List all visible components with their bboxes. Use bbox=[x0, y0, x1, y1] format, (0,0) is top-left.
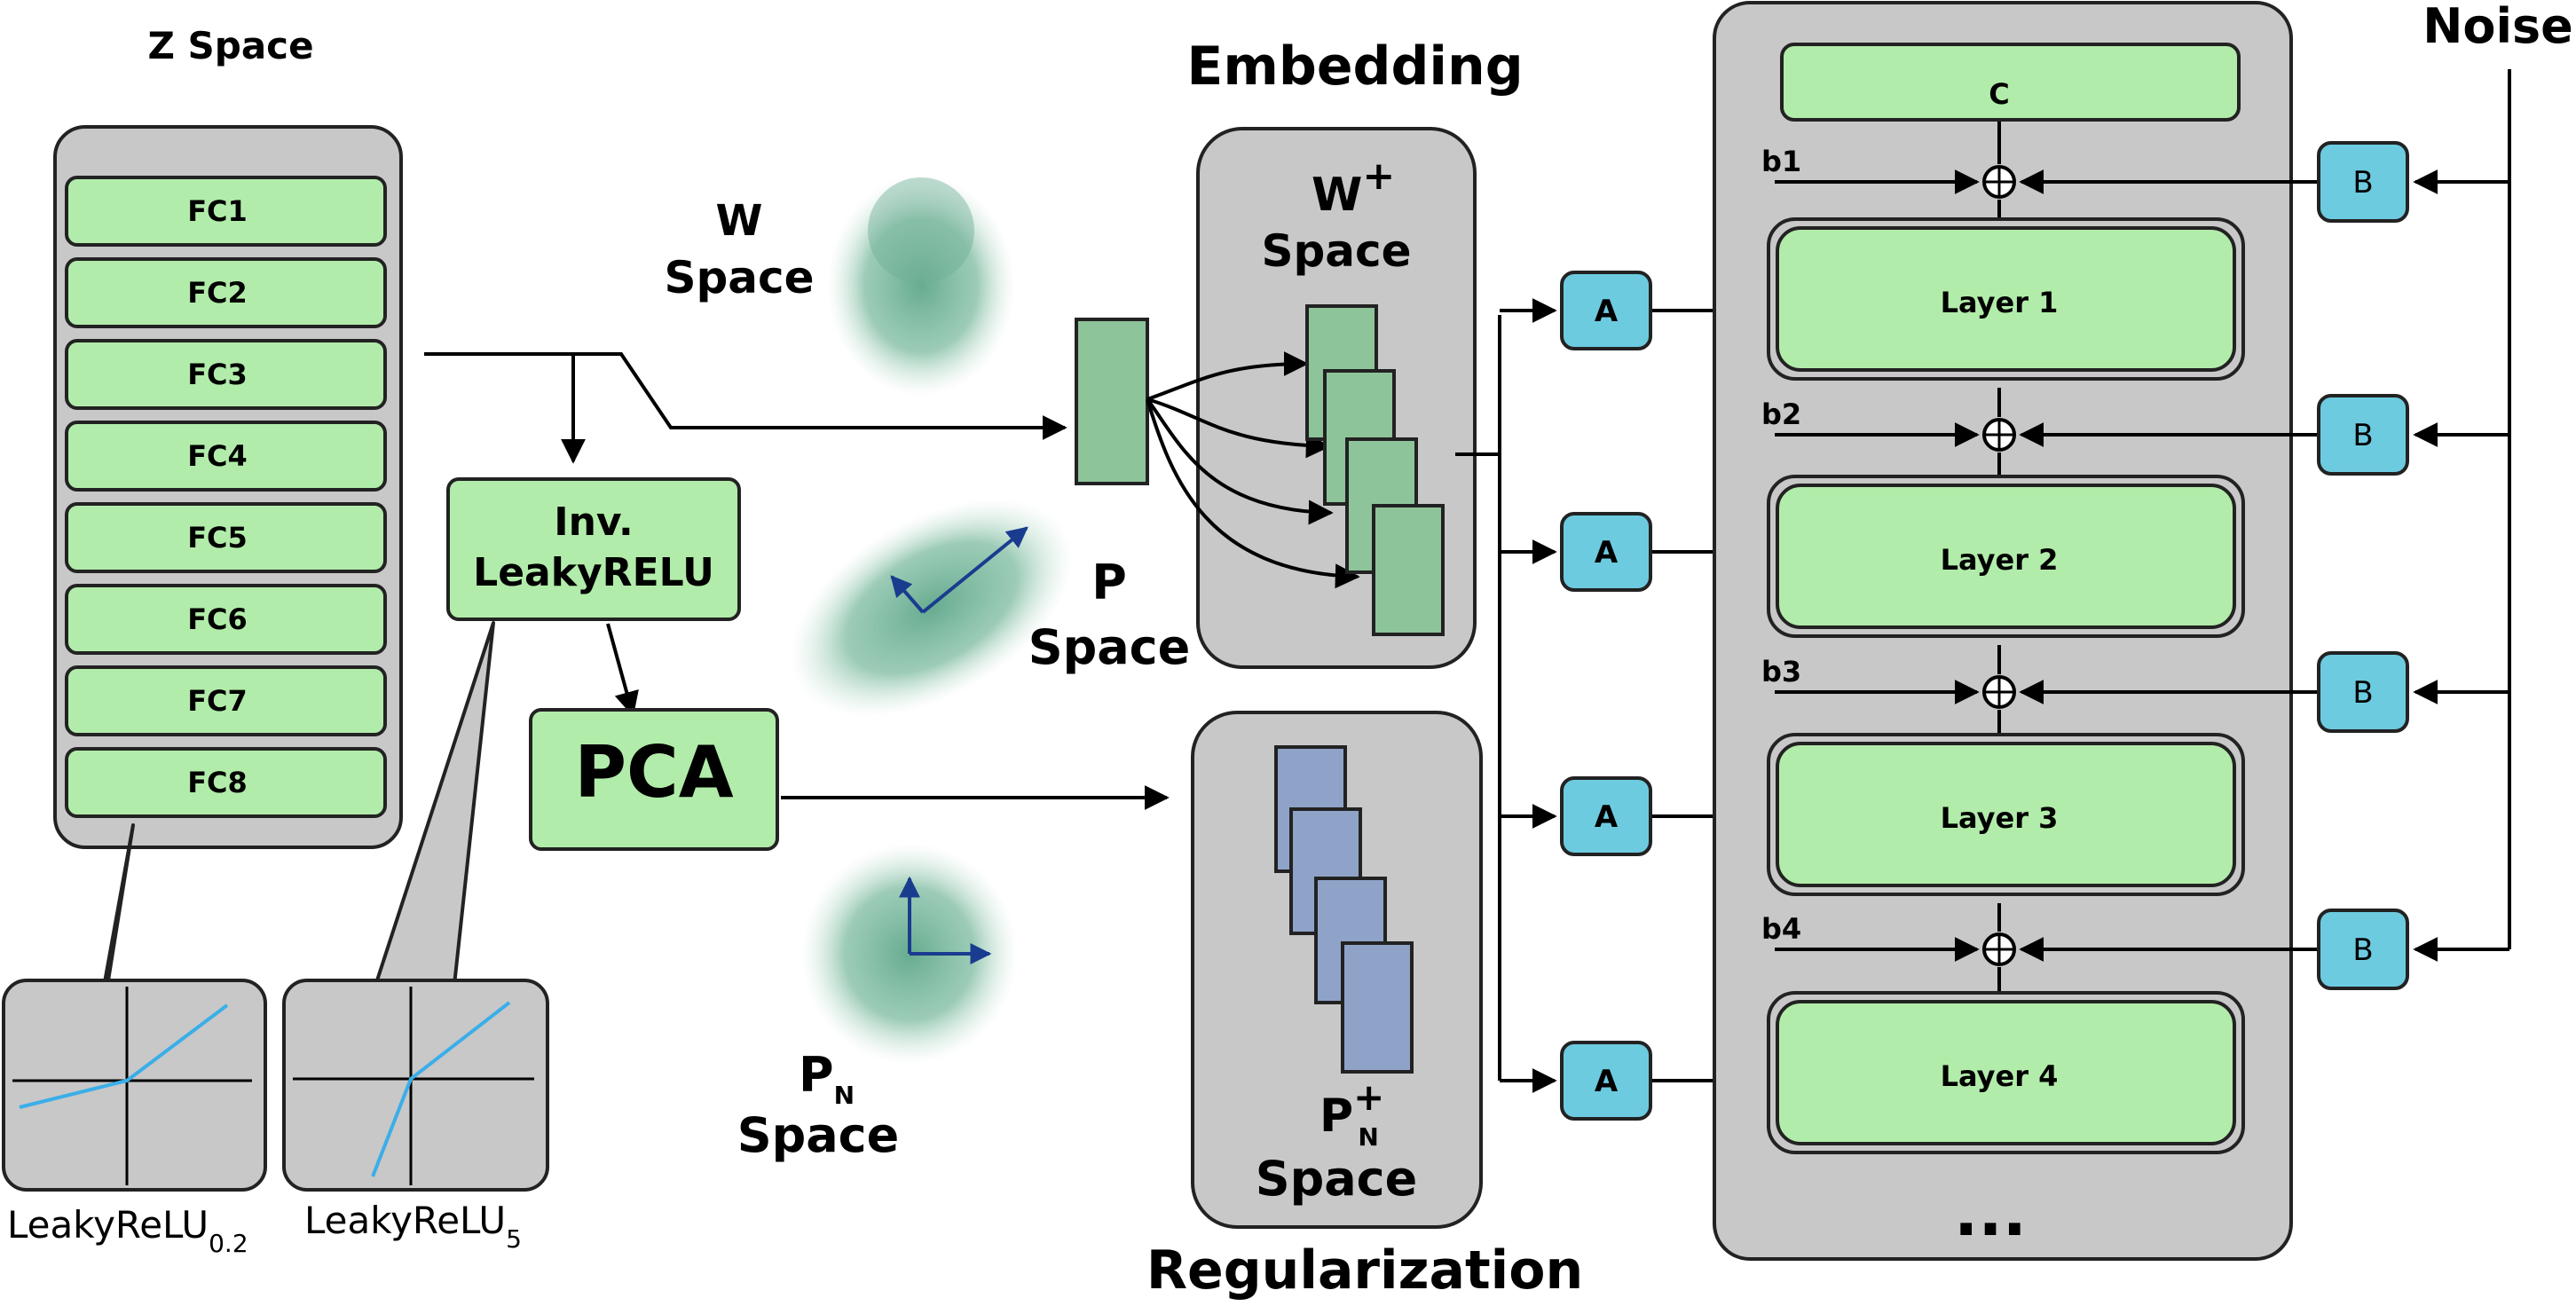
regularization-title: Regularization bbox=[1146, 1239, 1583, 1302]
wplus-vector-4 bbox=[1372, 504, 1445, 636]
synthesis-layer-label: Layer 4 bbox=[1941, 1059, 2059, 1093]
fc-layer-label: FC3 bbox=[187, 358, 248, 391]
p-space-label-1: P bbox=[1091, 555, 1127, 610]
inv-leakyrelu-label-1: Inv. bbox=[554, 500, 634, 545]
noise-b-label: B bbox=[2352, 418, 2373, 453]
z-space-title: Z Space bbox=[147, 24, 313, 67]
affine-a-label: A bbox=[1595, 799, 1619, 835]
fc-layer-box bbox=[65, 339, 387, 410]
p-space-basis-arrow-2 bbox=[921, 526, 1028, 614]
p-space-basis-arrow-1 bbox=[890, 575, 925, 614]
w-plus-label: W+ bbox=[1312, 153, 1395, 222]
fc-layer-box bbox=[65, 502, 387, 573]
inv-leakyrelu-box bbox=[446, 477, 741, 621]
bias-label: b1 bbox=[1761, 145, 1801, 178]
fc-layer-box bbox=[65, 584, 387, 655]
synthesis-layer-label: Layer 1 bbox=[1941, 286, 2059, 319]
fc-layer-label: FC1 bbox=[187, 194, 248, 228]
pn-plus-space-label: Space bbox=[1256, 1151, 1418, 1207]
noise-title: Noise bbox=[2422, 0, 2573, 54]
plot1-curve bbox=[19, 1003, 229, 1109]
affine-a-label: A bbox=[1595, 294, 1619, 329]
pn-space-label-2: Space bbox=[737, 1107, 900, 1163]
synthesis-layer-box bbox=[1776, 484, 2236, 629]
plot2-label: LeakyReLU5 bbox=[304, 1199, 522, 1254]
synthesis-layer-box bbox=[1776, 1000, 2236, 1145]
z-to-w-line bbox=[424, 352, 1067, 440]
fc-layer-box bbox=[65, 747, 387, 818]
fc-layer-box bbox=[65, 176, 387, 247]
fc-layer-label: FC6 bbox=[187, 602, 248, 636]
plot1-label: LeakyReLU0.2 bbox=[7, 1203, 248, 1258]
affine-a-box bbox=[1560, 1041, 1652, 1121]
pca-label: PCA bbox=[574, 731, 733, 814]
fc-layer-box bbox=[65, 421, 387, 492]
noise-b-label: B bbox=[2352, 932, 2373, 968]
fc-layer-label: FC4 bbox=[187, 439, 248, 473]
plot2-curve bbox=[371, 1001, 511, 1177]
const-c-label: C bbox=[1989, 77, 2009, 111]
affine-a-box bbox=[1560, 512, 1652, 592]
leakyrelu-plot-2 bbox=[282, 979, 549, 1192]
fc-layer-box bbox=[65, 257, 387, 328]
noise-b-box bbox=[2317, 651, 2409, 733]
noise-b-box bbox=[2317, 394, 2409, 476]
w-space-label-2: Space bbox=[664, 252, 814, 303]
noise-b-box bbox=[2317, 909, 2409, 990]
affine-a-label: A bbox=[1595, 535, 1619, 570]
fc-layer-label: FC7 bbox=[187, 684, 248, 718]
synthesis-layers: Layer 1 Layer 2 Layer 3 Layer 4 b1 b2 b3 b4 bbox=[1761, 122, 2325, 1154]
synthesis-layer-box bbox=[1776, 742, 2236, 887]
bias-label: b4 bbox=[1761, 912, 1801, 946]
pca-box bbox=[529, 708, 779, 851]
fc-layer-label: FC2 bbox=[187, 276, 248, 310]
affine-a-box bbox=[1560, 776, 1652, 856]
affine-a-box bbox=[1560, 271, 1652, 350]
affine-a-blocks: A A A A bbox=[1500, 271, 1764, 1121]
const-c-box bbox=[1780, 43, 2241, 122]
affine-a-label: A bbox=[1595, 1064, 1619, 1099]
inv-to-pca-arrow bbox=[606, 623, 639, 717]
fc-layer-label: FC8 bbox=[187, 766, 248, 799]
pn-plus-vector-4 bbox=[1341, 941, 1414, 1074]
w-to-wplus-arrows bbox=[1146, 351, 1360, 589]
p-space-label-2: Space bbox=[1028, 619, 1191, 675]
pn-space-label-1: PN bbox=[799, 1047, 855, 1110]
w-space-cloud bbox=[827, 175, 1015, 397]
noise-b-blocks: B B B B bbox=[2317, 141, 2509, 990]
embedding-title: Embedding bbox=[1186, 35, 1523, 98]
synthesis-ellipsis: ... bbox=[1954, 1176, 2027, 1250]
w-space-label-1: W bbox=[716, 196, 763, 246]
w-vector bbox=[1075, 318, 1149, 485]
synthesis-layer-box bbox=[1776, 226, 2236, 372]
synthesis-layer-label: Layer 3 bbox=[1941, 801, 2059, 835]
bias-label: b3 bbox=[1761, 655, 1801, 688]
w-plus-space-label: Space bbox=[1261, 225, 1411, 277]
bias-label: b2 bbox=[1761, 397, 1801, 431]
noise-b-label: B bbox=[2352, 675, 2373, 711]
fc-layer-label: FC5 bbox=[187, 521, 248, 555]
synthesis-layer-label: Layer 2 bbox=[1941, 543, 2059, 577]
leakyrelu-plot-1 bbox=[2, 979, 267, 1192]
pn-plus-label: P+N bbox=[1320, 1075, 1384, 1152]
noise-b-label: B bbox=[2352, 165, 2373, 201]
p-space-cloud bbox=[790, 498, 1074, 718]
inv-leakyrelu-label-2: LeakyRELU bbox=[473, 550, 714, 595]
noise-b-box bbox=[2317, 141, 2409, 223]
fc-layer-box bbox=[65, 665, 387, 736]
